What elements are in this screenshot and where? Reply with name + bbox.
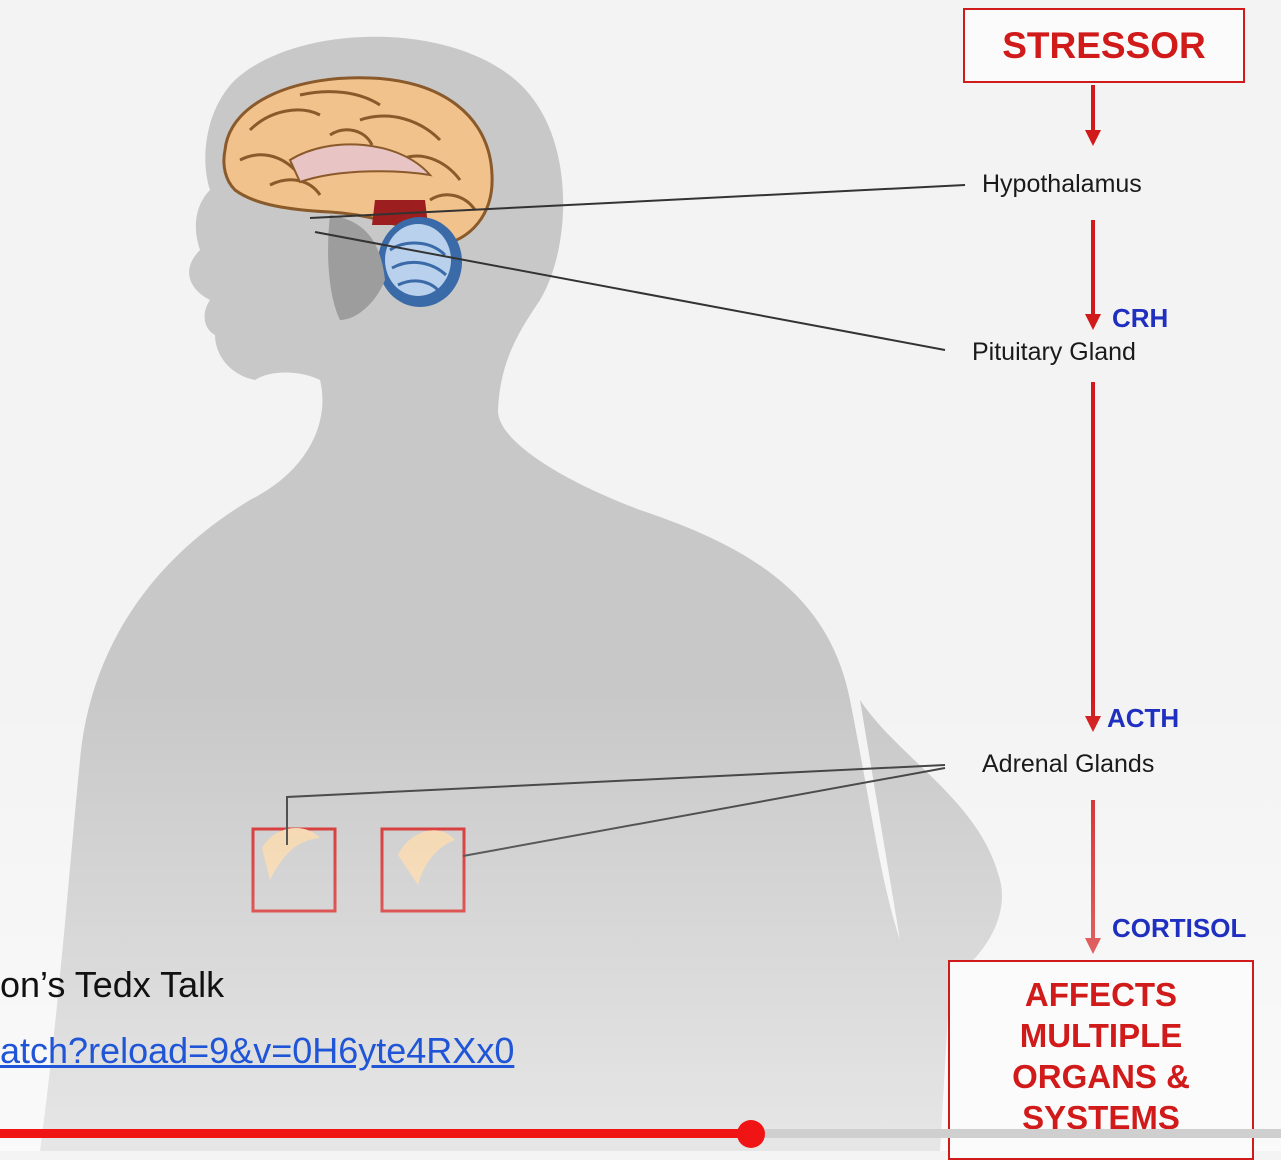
stressor-label: STRESSOR — [1002, 25, 1206, 66]
outcome-line-1: AFFECTS — [950, 974, 1252, 1015]
outcome-line-3: ORGANS & — [950, 1056, 1252, 1097]
cortisol-label: CORTISOL — [1112, 913, 1246, 944]
adrenal-glands-label: Adrenal Glands — [982, 750, 1154, 779]
hypothalamus-label: Hypothalamus — [982, 170, 1142, 199]
outcome-line-2: MULTIPLE — [950, 1015, 1252, 1056]
crh-label: CRH — [1112, 303, 1168, 334]
caption-link[interactable]: atch?reload=9&v=0H6yte4RXx0 — [0, 1030, 514, 1072]
acth-label: ACTH — [1107, 703, 1179, 734]
video-scrubber-handle[interactable] — [737, 1120, 765, 1148]
pituitary-gland-label: Pituitary Gland — [972, 338, 1136, 367]
video-progress-fill — [0, 1129, 756, 1138]
caption-title: on’s Tedx Talk — [0, 964, 224, 1006]
stressor-box: STRESSOR — [963, 8, 1245, 83]
